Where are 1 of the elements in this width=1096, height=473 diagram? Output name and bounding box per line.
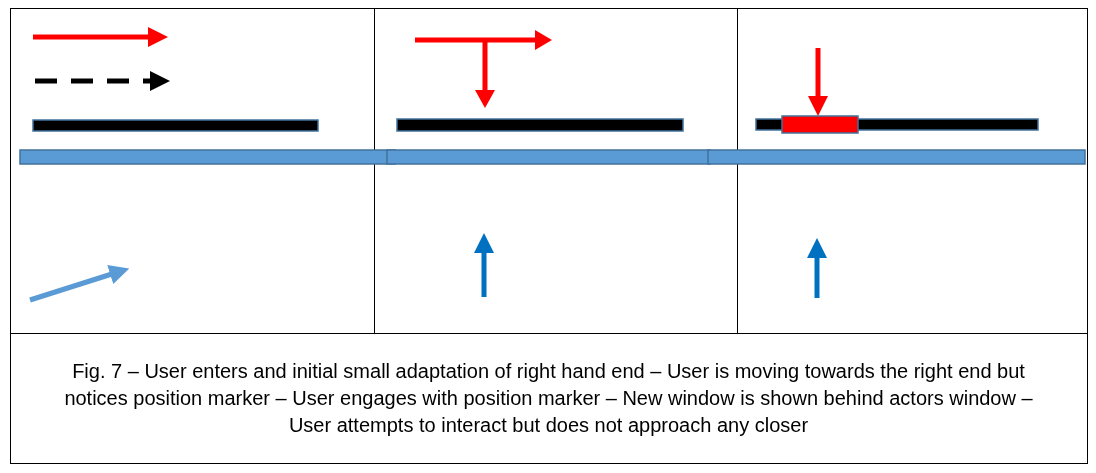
caption: Fig. 7 – User enters and initial small adaptation of right hand end – User is moving towards the right end but notices position marker – User engages with position marker – New window is shown behind actors window – User attempts to interact but does not approach any closer xyxy=(64,358,1033,438)
